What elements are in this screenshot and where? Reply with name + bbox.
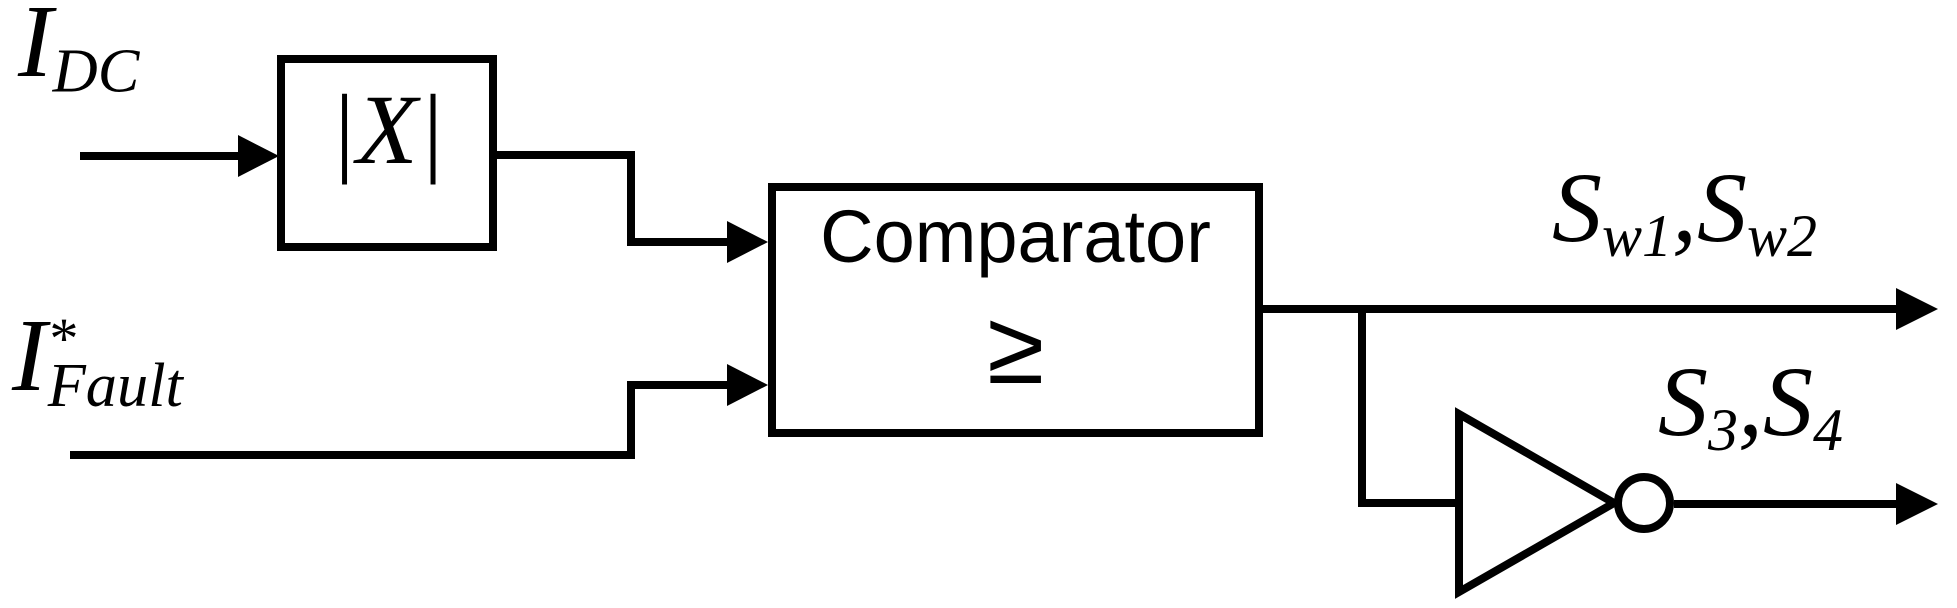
comparator-lower-arrowhead-icon bbox=[727, 364, 768, 406]
not-gate-triangle bbox=[1455, 407, 1623, 599]
idc-subscript: DC bbox=[52, 36, 140, 106]
sw-arrowhead-icon bbox=[1896, 288, 1938, 330]
branch-line bbox=[1358, 309, 1456, 507]
s34-arrowhead-icon bbox=[1896, 483, 1938, 525]
not-gate-bubble bbox=[1614, 473, 1674, 533]
comparator-box bbox=[768, 183, 1263, 437]
comparator-operator: ≥ bbox=[986, 290, 1045, 406]
idc-input-label: IDC bbox=[18, 0, 139, 103]
absolute-value-label: |X| bbox=[328, 74, 446, 185]
comparator-title: Comparator bbox=[820, 195, 1211, 278]
s34-subscript-2: 4 bbox=[1813, 397, 1843, 463]
sw-subscript-2: w2 bbox=[1747, 203, 1818, 269]
not-gate-icon bbox=[1455, 407, 1674, 599]
ifault-input-line bbox=[70, 381, 727, 459]
ifault-symbol: I bbox=[12, 298, 47, 413]
s34-symbol-1: S bbox=[1658, 346, 1708, 457]
abs-to-comparator-line bbox=[497, 151, 729, 246]
s34-symbol-2: S bbox=[1763, 346, 1813, 457]
idc-symbol: I bbox=[18, 0, 53, 99]
idc-arrowhead-icon bbox=[238, 135, 279, 177]
s34-output-label: S3,S4 bbox=[1658, 352, 1843, 463]
sw-symbol-1: S bbox=[1552, 152, 1602, 263]
absolute-value-box bbox=[277, 55, 497, 251]
s34-separator: , bbox=[1738, 346, 1763, 457]
ifault-input-label: I*Fault bbox=[12, 304, 183, 417]
sw-symbol-2: S bbox=[1697, 152, 1748, 263]
s34-subscript-1: 3 bbox=[1708, 397, 1738, 463]
ifault-subscript: Fault bbox=[47, 350, 183, 420]
comparator-upper-arrowhead-icon bbox=[727, 221, 768, 263]
sw-output-label: Sw1,Sw2 bbox=[1552, 158, 1818, 269]
sw-subscript-1: w1 bbox=[1602, 203, 1673, 269]
sw-separator: , bbox=[1672, 152, 1698, 263]
ifault-superscript: * bbox=[46, 305, 76, 371]
